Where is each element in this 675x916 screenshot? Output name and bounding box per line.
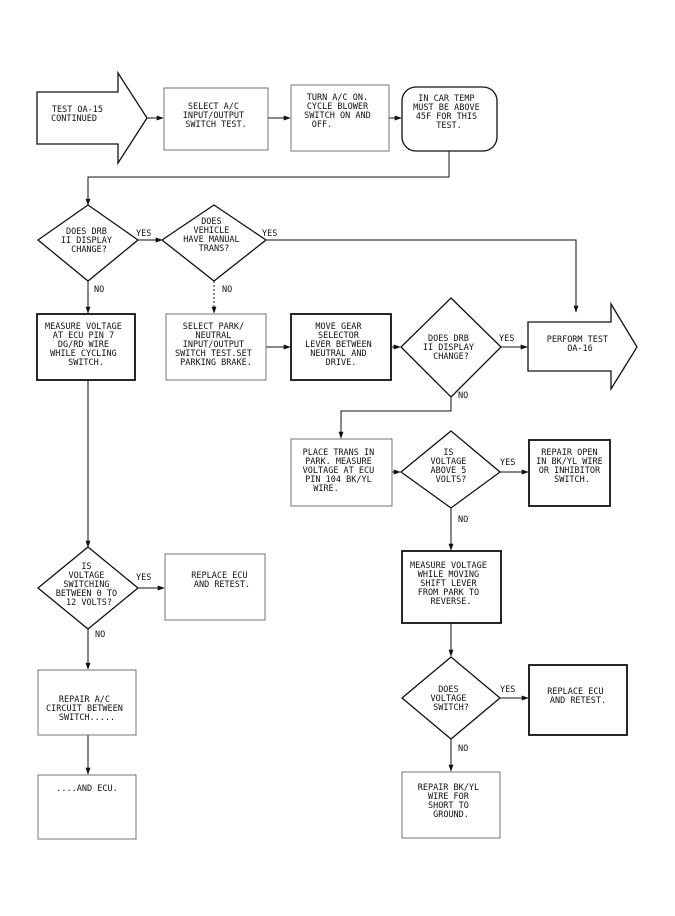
- repair-ac-circuit-box: [37, 669, 137, 736]
- label-yes-manual: YES: [262, 229, 277, 239]
- measure-ecu-pin7-text: MEASURE VOLTAGE AT ECU PIN 7 DG/RD WIRE …: [45, 322, 127, 368]
- select-ac-switch-text: SELECT A/C INPUT/OUTPUT SWITCH TEST.: [183, 102, 250, 130]
- place-trans-park-text: PLACE TRANS IN PARK. MEASURE VOLTAGE AT …: [303, 448, 380, 494]
- label-no-voltage-switch: NO: [458, 744, 468, 754]
- place-trans-park-box: [290, 438, 393, 507]
- label-no-above5: NO: [458, 515, 468, 525]
- texts: TEST OA-15 CONTINUED SELECT A/C INPUT/OU…: [45, 93, 614, 820]
- replace-ecu-2-text: REPLACE ECU AND RETEST.: [547, 687, 608, 706]
- dec-voltage-switch-text: DOES VOLTAGE SWITCH?: [431, 685, 472, 713]
- dec-drb-2-diamond: [400, 297, 502, 398]
- turn-ac-on-box: [290, 84, 390, 152]
- dec-drb-1-diamond: [36, 204, 140, 282]
- select-park-neutral-box: [165, 313, 267, 381]
- edge-manual-yes-to-perform: [266, 239, 579, 313]
- dec-switching-diamond: [36, 546, 140, 630]
- dec-voltage-switch-diamond: [400, 656, 502, 740]
- label-no-manual: NO: [222, 285, 232, 295]
- turn-ac-on-text: TURN A/C ON. CYCLE BLOWER SWITCH ON AND …: [304, 93, 376, 130]
- dec-switching-text: IS VOLTAGE SWITCHING BETWEEN 0 TO 12 VOL…: [56, 562, 123, 608]
- move-gear-selector-box: [290, 313, 392, 381]
- label-yes-above5: YES: [500, 458, 515, 468]
- dec-drb-1-text: DOES DRB II DISPLAY CHANGE?: [61, 227, 117, 255]
- perform-oa16-arrow: [527, 301, 638, 392]
- measure-shift-lever-text: MEASURE VOLTAGE WHILE MOVING SHIFT LEVER…: [410, 561, 492, 607]
- move-gear-selector-text: MOVE GEAR SELECTOR LEVER BETWEEN NEUTRAL…: [305, 322, 377, 368]
- edge-note-to-dec-drb-1: [85, 151, 450, 206]
- dec-manual-text: DOES VEHICLE HAVE MANUAL TRANS?: [183, 217, 244, 254]
- edge-drb2-no-to-place-trans: [338, 397, 452, 439]
- label-no-switching: NO: [95, 630, 105, 640]
- label-yes-drb1: YES: [136, 229, 151, 239]
- dec-above-5v-diamond: [399, 430, 502, 509]
- car-temp-note-box: [401, 86, 498, 152]
- label-no-drb2: NO: [458, 391, 468, 401]
- and-ecu-text: ....AND ECU.: [56, 784, 117, 794]
- label-yes-voltage-switch: YES: [500, 685, 515, 695]
- and-ecu-box: [37, 774, 137, 840]
- start-text: TEST OA-15 CONTINUED: [51, 105, 108, 124]
- repair-bkyl-short-text: REPAIR BK/YL WIRE FOR SHORT TO GROUND.: [418, 783, 485, 820]
- perform-oa16-text: PERFORM TEST OA-16: [547, 335, 614, 354]
- repair-bkyl-short-box: [401, 771, 501, 839]
- shapes: [36, 70, 638, 840]
- label-no-drb1: NO: [94, 285, 104, 295]
- dec-manual-diamond: [160, 204, 268, 282]
- label-yes-switching: YES: [136, 573, 151, 583]
- connectors: [85, 115, 579, 775]
- replace-ecu-2-box: [528, 664, 628, 736]
- select-ac-switch-box: [163, 87, 269, 151]
- repair-open-bkyl-text: REPAIR OPEN IN BK/YL WIRE OR INHIBITOR S…: [536, 448, 608, 485]
- start-arrow: [36, 70, 148, 166]
- repair-open-bkyl-box: [528, 439, 611, 507]
- replace-ecu-1-text: REPLACE ECU AND RETEST.: [191, 571, 252, 590]
- dec-above-5v-text: IS VOLTAGE ABOVE 5 VOLTS?: [431, 448, 472, 485]
- replace-ecu-1-box: [164, 553, 266, 621]
- repair-ac-circuit-text: REPAIR A/C CIRCUIT BETWEEN SWITCH.....: [46, 695, 128, 723]
- measure-ecu-pin7-box: [36, 313, 136, 381]
- car-temp-note-text: IN CAR TEMP MUST BE ABOVE 45F FOR THIS T…: [413, 94, 485, 131]
- edge-labels: YES YES NO NO YES NO YES NO YES NO YES N…: [94, 229, 515, 754]
- measure-shift-lever-box: [401, 550, 502, 624]
- select-park-neutral-text: SELECT PARK/ NEUTRAL INPUT/OUTPUT SWITCH…: [175, 322, 257, 368]
- label-yes-drb2: YES: [499, 334, 514, 344]
- dec-drb-2-text: DOES DRB II DISPLAY CHANGE?: [423, 334, 479, 362]
